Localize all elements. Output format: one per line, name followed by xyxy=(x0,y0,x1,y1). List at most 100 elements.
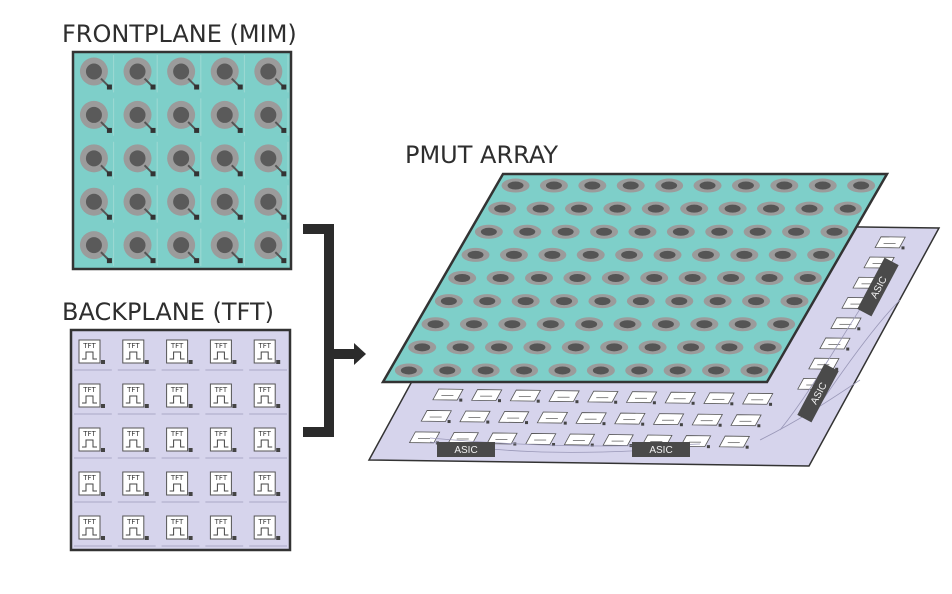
tft-cell: TFT xyxy=(205,515,244,547)
pmut-tft-cell xyxy=(652,413,685,427)
mim-cell xyxy=(210,185,245,223)
pmut-cell xyxy=(666,224,695,239)
pmut-tft-cell xyxy=(874,236,906,250)
tft-cell-label: TFT xyxy=(126,474,140,482)
pmut-tft-cell xyxy=(432,388,464,402)
pmut-cell xyxy=(575,317,604,332)
tft-cell: TFT xyxy=(205,427,244,459)
pmut-cell xyxy=(768,247,797,262)
pmut-cell xyxy=(615,247,644,262)
pmut-cell xyxy=(655,178,684,193)
pmut-cell xyxy=(485,340,513,355)
pmut-cell xyxy=(690,317,719,332)
pmut-cell xyxy=(626,294,655,309)
pmut-cell xyxy=(702,363,731,378)
pmut-tft-cell xyxy=(691,413,724,427)
backplane-title: BACKPLANE (TFT) xyxy=(62,298,274,326)
pmut-cell xyxy=(601,271,630,285)
frontplane-panel xyxy=(71,50,293,271)
pmut-cell xyxy=(394,363,423,378)
pmut-cell xyxy=(770,178,799,193)
tft-cell-label: TFT xyxy=(82,474,96,482)
tft-cell: TFT xyxy=(117,471,156,503)
tft-cell-label: TFT xyxy=(170,342,184,350)
tft-cell-label: TFT xyxy=(126,342,140,350)
tft-cell: TFT xyxy=(161,471,200,503)
mim-cell xyxy=(167,98,202,136)
pmut-cell xyxy=(678,271,707,285)
pmut-cell xyxy=(433,363,462,378)
pmut-cell xyxy=(538,247,567,262)
pmut-cell xyxy=(421,317,450,332)
pmut-cell xyxy=(847,178,876,193)
pmut-tft-cell xyxy=(742,392,774,406)
tft-cell: TFT xyxy=(249,515,287,547)
tft-cell: TFT xyxy=(249,383,287,415)
pmut-tft-cell xyxy=(548,390,580,404)
pmut-cell xyxy=(486,271,515,285)
pmut-cell xyxy=(767,317,796,332)
pmut-frontplane-cells xyxy=(394,178,876,378)
mim-cell xyxy=(254,141,289,180)
tft-cell-label: TFT xyxy=(214,342,228,350)
pmut-cell xyxy=(613,317,642,332)
pmut-cell xyxy=(793,271,822,285)
tft-cell: TFT xyxy=(205,383,244,415)
tft-cell: TFT xyxy=(161,427,200,459)
tft-cell-label: TFT xyxy=(214,474,228,482)
mim-cell xyxy=(123,141,158,180)
pmut-cell xyxy=(488,201,517,216)
pmut-cell xyxy=(728,317,757,332)
tft-cell: TFT xyxy=(117,427,156,459)
pmut-cell xyxy=(578,178,607,193)
tft-cell-label: TFT xyxy=(257,386,271,394)
pmut-cell xyxy=(715,340,744,355)
pmut-cell xyxy=(731,178,760,193)
tft-cell: TFT xyxy=(161,383,200,415)
pmut-cell xyxy=(473,294,502,309)
pmut-cell xyxy=(807,247,836,262)
pmut-cell xyxy=(448,271,477,285)
tft-cell-label: TFT xyxy=(257,518,271,526)
tft-cell: TFT xyxy=(205,339,244,371)
frontplane-title: FRONTPLANE (MIM) xyxy=(62,20,297,48)
pmut-cell xyxy=(693,178,722,193)
tft-cell-label: TFT xyxy=(126,430,140,438)
tft-cell-label: TFT xyxy=(170,474,184,482)
pmut-cell xyxy=(511,294,540,309)
pmut-tft-cell xyxy=(525,433,557,447)
pmut-cell xyxy=(640,271,669,285)
pmut-cell xyxy=(680,201,709,216)
mim-cell xyxy=(123,98,158,136)
mim-cell xyxy=(210,228,245,266)
tft-cell: TFT xyxy=(74,515,112,547)
tft-cell-label: TFT xyxy=(82,342,96,350)
pmut-tft-cell xyxy=(830,317,862,331)
mim-cell xyxy=(79,185,115,223)
asic-chip-bottom-left: ASIC xyxy=(437,442,495,457)
pmut-cell xyxy=(434,294,463,309)
pmut-cell xyxy=(628,224,657,239)
pmut-cell xyxy=(501,178,530,193)
tft-cell: TFT xyxy=(117,515,156,547)
pmut-cell xyxy=(755,271,784,285)
pmut-cell xyxy=(561,340,590,355)
pmut-tft-cell xyxy=(471,389,503,403)
pmut-tft-cell xyxy=(536,411,569,425)
mim-cell xyxy=(167,55,202,93)
pmut-cell xyxy=(498,317,527,332)
pmut-tft-cell xyxy=(587,390,619,404)
pmut-cell xyxy=(740,363,769,378)
pmut-tft-cell xyxy=(509,389,542,403)
pmut-cell xyxy=(590,224,619,239)
pmut-cell xyxy=(565,201,593,216)
tft-cell-label: TFT xyxy=(257,430,271,438)
pmut-cell xyxy=(616,178,645,193)
pmut-cell xyxy=(638,340,667,355)
pmut-cell xyxy=(757,201,785,216)
asic-chip-bottom-center: ASIC xyxy=(632,442,690,457)
tft-cell: TFT xyxy=(74,339,112,371)
pmut-cell xyxy=(563,271,592,285)
